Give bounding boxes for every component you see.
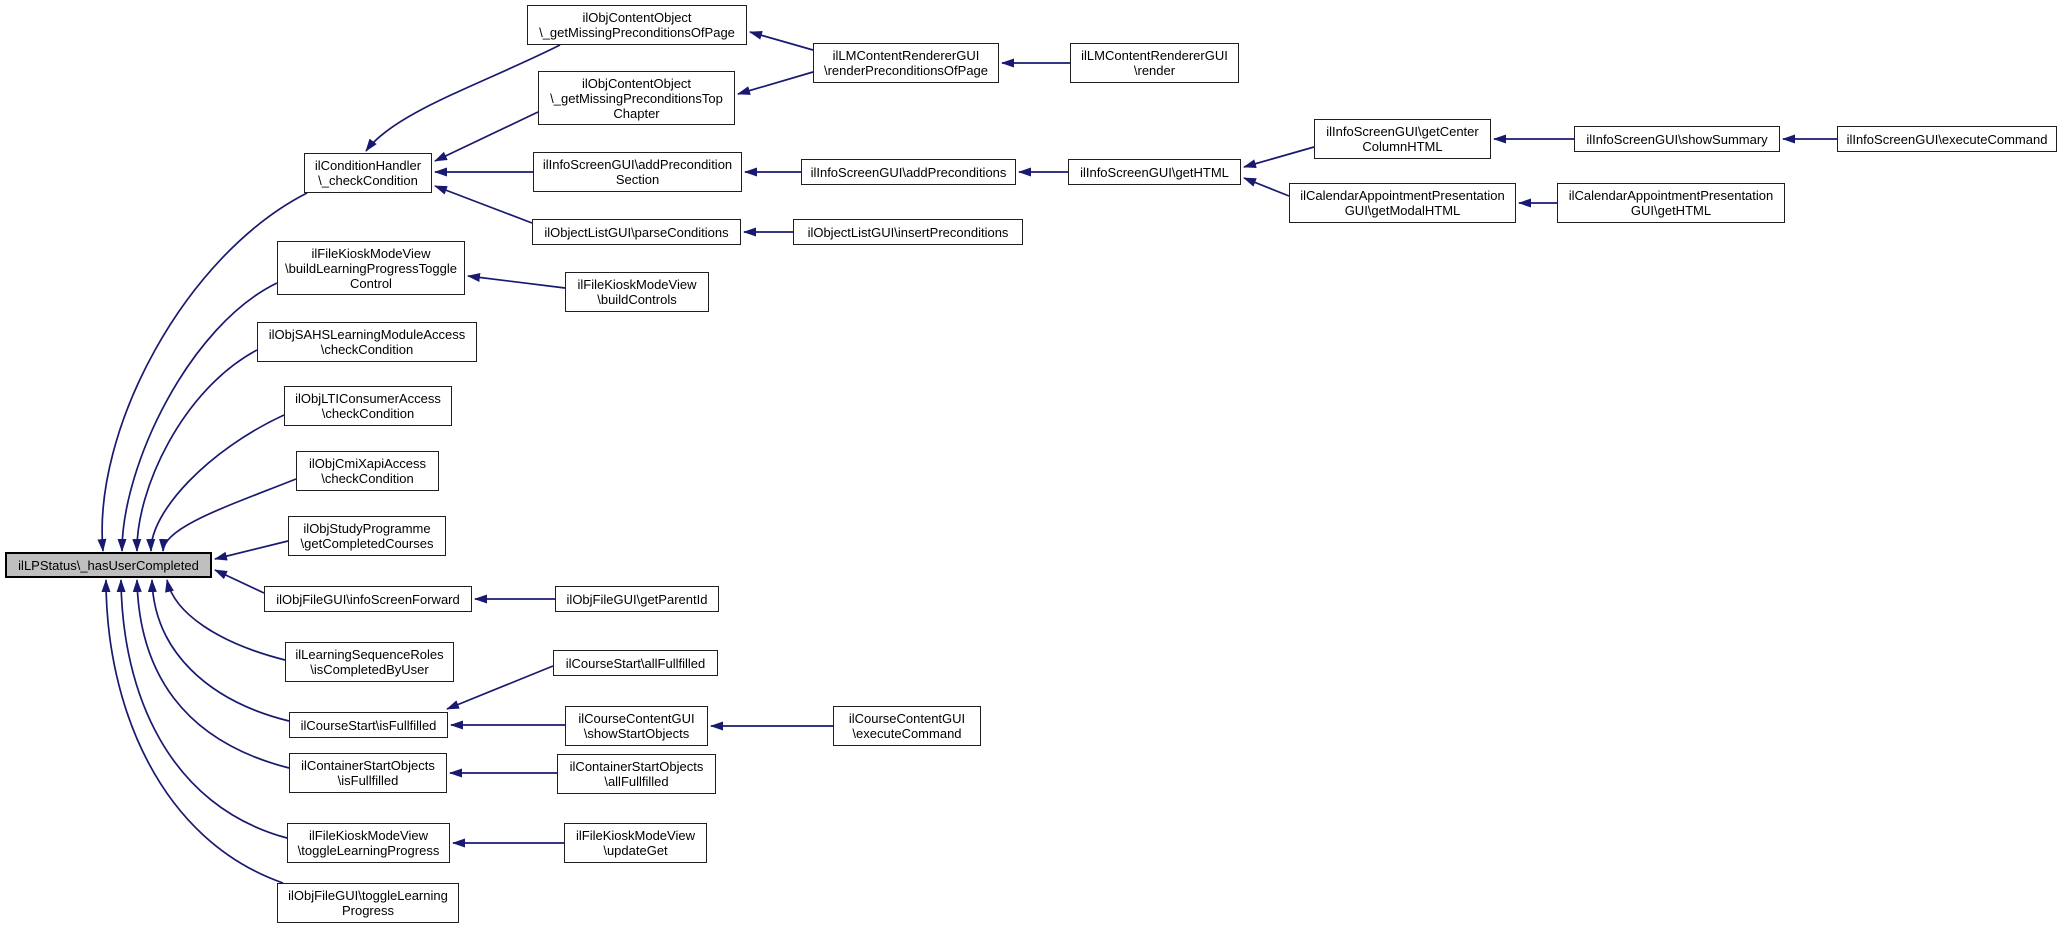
edge-objcmixapiaccess-checkcondition--lpstatus-hasusercompleted [159, 478, 297, 552]
edge-filekioskmodeview-togglelearningprogress--lpstatus-hasusercompleted [116, 579, 288, 839]
edge-objfilegui-infoscreenforward--lpstatus-hasusercompleted [214, 569, 265, 594]
edge-lmcontentrenderergui-renderpreconditionsofpage--objcontentobject-getmissingpreconditionsofpage [749, 30, 814, 51]
graph-node-coursecontentgui-showstartobjects[interactable]: ilCourseContentGUI \showStartObjects [565, 706, 708, 746]
edge-containerstartobjects-isfullfilled--lpstatus-hasusercompleted [132, 579, 290, 769]
graph-node-infoscreengui-gethtml[interactable]: ilInfoScreenGUI\getHTML [1068, 159, 1241, 185]
graph-node-learningsequenceroles-iscompletedbyuser[interactable]: ilLearningSequenceRoles \isCompletedByUs… [285, 642, 454, 682]
graph-node-objfilegui-togglelearningprogress[interactable]: ilObjFileGUI\toggleLearning Progress [277, 883, 459, 923]
graph-node-objectlistgui-insertpreconditions[interactable]: ilObjectListGUI\insertPreconditions [793, 219, 1023, 245]
graph-node-objstudyprogramme-getcompletedcourses[interactable]: ilObjStudyProgramme \getCompletedCourses [288, 516, 446, 556]
graph-node-objcmixapiaccess-checkcondition[interactable]: ilObjCmiXapiAccess \checkCondition [296, 451, 439, 491]
graph-node-infoscreengui-addpreconditionsection[interactable]: ilInfoScreenGUI\addPrecondition Section [533, 152, 742, 192]
edge-objcontentobject-getmissingpreconditionsofpage--conditionhandler-checkcondition [365, 44, 561, 152]
graph-node-filekioskmodeview-buildcontrols[interactable]: ilFileKioskModeView \buildControls [565, 272, 709, 312]
edge-objlticonsumeraccess-checkcondition--lpstatus-hasusercompleted [146, 414, 285, 552]
graph-node-infoscreengui-addpreconditions[interactable]: ilInfoScreenGUI\addPreconditions [801, 159, 1016, 185]
edge-coursestart-allfullfilled--coursestart-isfullfilled [446, 665, 554, 710]
edge-lmcontentrenderergui-renderpreconditionsofpage--objcontentobject-getmissingpreconditionstopchapter [737, 71, 814, 95]
edge-coursestart-isfullfilled--lpstatus-hasusercompleted [147, 579, 290, 722]
edge-conditionhandler-checkcondition--lpstatus-hasusercompleted [97, 192, 308, 552]
edge-objsahslearningmoduleaccess-checkcondition--lpstatus-hasusercompleted [132, 349, 258, 552]
graph-node-filekioskmodeview-buildlearningprogresstogglecontrol[interactable]: ilFileKioskModeView \buildLearningProgre… [277, 241, 465, 295]
graph-node-containerstartobjects-allfullfilled[interactable]: ilContainerStartObjects \allFullfilled [557, 754, 716, 794]
graph-node-calendarappointmentpresentationgui-getmodalhtml[interactable]: ilCalendarAppointmentPresentation GUI\ge… [1289, 183, 1516, 223]
edge-calendarappointmentpresentationgui-getmodalhtml--infoscreengui-gethtml [1243, 177, 1290, 197]
edge-objectlistgui-parseconditions--conditionhandler-checkcondition [434, 185, 533, 224]
graph-node-filekioskmodeview-updateget[interactable]: ilFileKioskModeView \updateGet [564, 823, 707, 863]
graph-node-objcontentobject-getmissingpreconditionsofpage[interactable]: ilObjContentObject \_getMissingPrecondit… [527, 5, 747, 45]
graph-node-infoscreengui-executecommand[interactable]: ilInfoScreenGUI\executeCommand [1837, 126, 2057, 152]
graph-node-lmcontentrenderergui-render[interactable]: ilLMContentRendererGUI \render [1070, 43, 1239, 83]
graph-node-objfilegui-infoscreenforward[interactable]: ilObjFileGUI\infoScreenForward [264, 586, 472, 612]
graph-node-coursestart-allfullfilled[interactable]: ilCourseStart\allFullfilled [553, 650, 718, 676]
edge-infoscreengui-getcentercolumnhtml--infoscreengui-gethtml [1243, 146, 1315, 169]
graph-node-lmcontentrenderergui-renderpreconditionsofpage[interactable]: ilLMContentRendererGUI \renderPreconditi… [813, 43, 999, 83]
graph-node-infoscreengui-showsummary[interactable]: ilInfoScreenGUI\showSummary [1574, 126, 1780, 152]
graph-node-infoscreengui-getcentercolumnhtml[interactable]: ilInfoScreenGUI\getCenter ColumnHTML [1314, 119, 1491, 159]
graph-node-objcontentobject-getmissingpreconditionstopchapter[interactable]: ilObjContentObject \_getMissingPrecondit… [538, 71, 735, 125]
graph-node-objlticonsumeraccess-checkcondition[interactable]: ilObjLTIConsumerAccess \checkCondition [284, 386, 452, 426]
graph-node-objectlistgui-parseconditions[interactable]: ilObjectListGUI\parseConditions [532, 219, 741, 245]
edge-objstudyprogramme-getcompletedcourses--lpstatus-hasusercompleted [214, 540, 289, 561]
edge-filekioskmodeview-buildcontrols--filekioskmodeview-buildlearningprogresstogglecontrol [467, 273, 566, 289]
graph-node-calendarappointmentpresentationgui-gethtml[interactable]: ilCalendarAppointmentPresentation GUI\ge… [1557, 183, 1785, 223]
edge-learningsequenceroles-iscompletedbyuser--lpstatus-hasusercompleted [165, 579, 286, 661]
edge-objcontentobject-getmissingpreconditionstopchapter--conditionhandler-checkcondition [434, 111, 539, 162]
edge-objfilegui-togglelearningprogress--lpstatus-hasusercompleted [101, 579, 284, 884]
graph-node-coursecontentgui-executecommand[interactable]: ilCourseContentGUI \executeCommand [833, 706, 981, 746]
graph-node-conditionhandler-checkcondition[interactable]: ilConditionHandler \_checkCondition [304, 153, 432, 193]
graph-node-filekioskmodeview-togglelearningprogress[interactable]: ilFileKioskModeView \toggleLearningProgr… [287, 823, 450, 863]
edge-filekioskmodeview-buildlearningprogresstogglecontrol--lpstatus-hasusercompleted [117, 282, 278, 552]
graph-node-objfilegui-getparentid[interactable]: ilObjFileGUI\getParentId [555, 586, 719, 612]
graph-node-objsahslearningmoduleaccess-checkcondition[interactable]: ilObjSAHSLearningModuleAccess \checkCond… [257, 322, 477, 362]
graph-node-lpstatus-hasusercompleted: ilLPStatus\_hasUserCompleted [5, 552, 212, 578]
graph-node-coursestart-isfullfilled[interactable]: ilCourseStart\isFullfilled [289, 712, 448, 738]
graph-node-containerstartobjects-isfullfilled[interactable]: ilContainerStartObjects \isFullfilled [289, 753, 447, 793]
